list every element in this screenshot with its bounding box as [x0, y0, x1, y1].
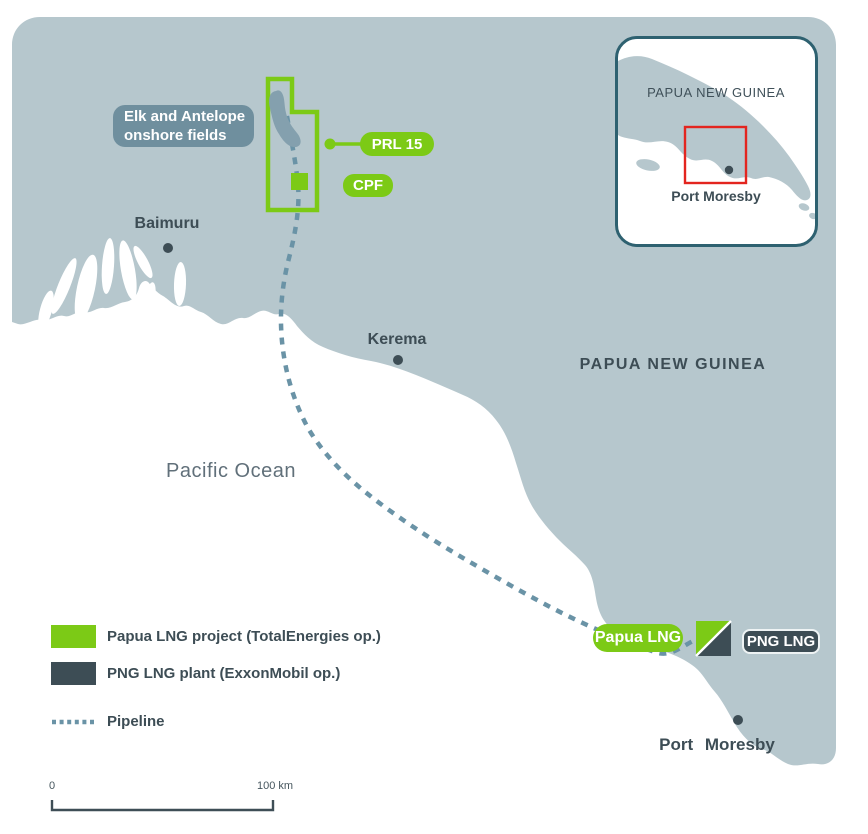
- legend-item-papua-lng: Papua LNG project (TotalEnergies op.): [51, 625, 381, 648]
- prl15-boundary: [265, 76, 320, 213]
- inset-country-label: PAPUA NEW GUINEA: [647, 85, 785, 100]
- river-inlet: [133, 245, 153, 279]
- elk-antelope-fields-badge: Elk and Antelope onshore fields: [113, 105, 254, 147]
- scale-bar-line: [50, 800, 275, 812]
- kerema-dot: [393, 355, 403, 365]
- inset-port-moresby-dot: [724, 165, 734, 175]
- inset-highlight-rect: [683, 125, 748, 185]
- elk-badge-line2: onshore fields: [124, 127, 227, 144]
- elk-antelope-field-shape: [269, 90, 301, 148]
- river-inlet: [51, 258, 77, 314]
- papua-lng-badge: Papua LNG: [593, 624, 683, 652]
- lng-plant-marker: [695, 620, 732, 657]
- prl15-badge: PRL 15: [360, 132, 434, 156]
- river-inlet: [173, 262, 187, 306]
- river-inlet: [38, 290, 54, 330]
- prl15-callout-dot: [324, 138, 336, 150]
- river-inlet: [144, 282, 156, 314]
- cpf-badge: CPF: [343, 174, 393, 197]
- ocean-label: Pacific Ocean: [166, 460, 296, 482]
- legend-label: Pipeline: [107, 713, 165, 730]
- baimuru-label: Baimuru: [134, 215, 200, 232]
- inset-locator-map: PAPUA NEW GUINEA Port Moresby: [615, 36, 818, 247]
- port-moresby-label: Port Moresby: [659, 735, 775, 754]
- inset-island: [809, 212, 815, 220]
- inset-map-graphic: [618, 56, 815, 220]
- scale-end-label: 100 km: [256, 780, 294, 792]
- country-label: PAPUA NEW GUINEA: [579, 356, 767, 373]
- river-inlet: [101, 238, 115, 294]
- png-lng-badge: PNG LNG: [742, 629, 820, 654]
- inset-island: [636, 159, 660, 171]
- legend-label: Papua LNG project (TotalEnergies op.): [107, 628, 381, 645]
- legend-pipeline-sample: [51, 710, 96, 733]
- river-inlet: [119, 240, 137, 300]
- inset-island: [798, 203, 810, 211]
- legend-swatch-papua-lng: [51, 625, 96, 648]
- legend-item-pipeline: Pipeline: [51, 710, 165, 733]
- baimuru-dot: [163, 243, 173, 253]
- port-moresby-dot: [733, 715, 743, 725]
- legend-item-png-lng: PNG LNG plant (ExxonMobil op.): [51, 662, 340, 685]
- cpf-marker: [291, 173, 308, 190]
- elk-badge-line1: Elk and Antelope: [124, 108, 246, 125]
- legend-swatch-png-lng: [51, 662, 96, 685]
- scale-start-label: 0: [48, 780, 56, 792]
- inset-land-shape: [618, 56, 811, 201]
- river-inlet: [74, 254, 98, 322]
- inset-city-label: Port Moresby: [671, 188, 761, 204]
- kerema-label: Kerema: [367, 331, 427, 348]
- river-delta-inlets: [38, 238, 187, 330]
- legend-label: PNG LNG plant (ExxonMobil op.): [107, 665, 341, 682]
